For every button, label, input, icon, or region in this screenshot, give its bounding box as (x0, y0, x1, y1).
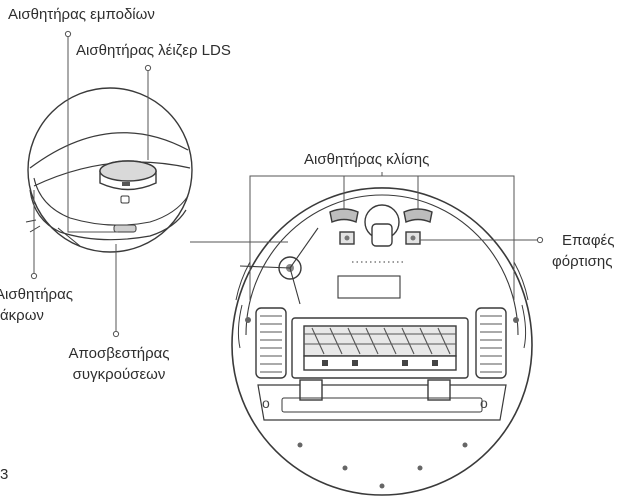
page-number: 3 (0, 466, 9, 483)
charging-contacts-label-line1: Επαφές (562, 232, 615, 249)
tilt-sensor-right (403, 208, 433, 223)
lds-sensor-label: Αισθητήρας λέιζερ LDS (76, 42, 231, 59)
bumper-label: Αποσβεστήρας συγκρούσεων (44, 343, 194, 385)
svg-text:o: o (262, 395, 270, 411)
robot-top-view (25, 87, 193, 253)
svg-text:o: o (480, 395, 488, 411)
edge-sensor-label-line1: Αισθητήρας (0, 286, 73, 303)
obstacle-sensor-label: Αισθητήρας εμποδίων (8, 6, 155, 23)
bumper-label-line2: συγκρούσεων (72, 366, 166, 383)
edge-sensor-label: Αισθητήρας άκρων (0, 284, 73, 326)
charging-contacts-label: Επαφές φόρτισης (548, 230, 634, 272)
edge-sensor-label-line2: άκρων (0, 307, 44, 324)
callout-lines (30, 30, 544, 338)
robot-bottom-view: o o (231, 187, 533, 496)
tilt-sensor-left (329, 208, 359, 223)
charging-contacts-label-line2: φόρτισης (552, 253, 613, 270)
bumper-label-line1: Αποσβεστήρας (68, 345, 170, 362)
tilt-sensor-label: Αισθητήρας κλίσης (304, 151, 430, 168)
